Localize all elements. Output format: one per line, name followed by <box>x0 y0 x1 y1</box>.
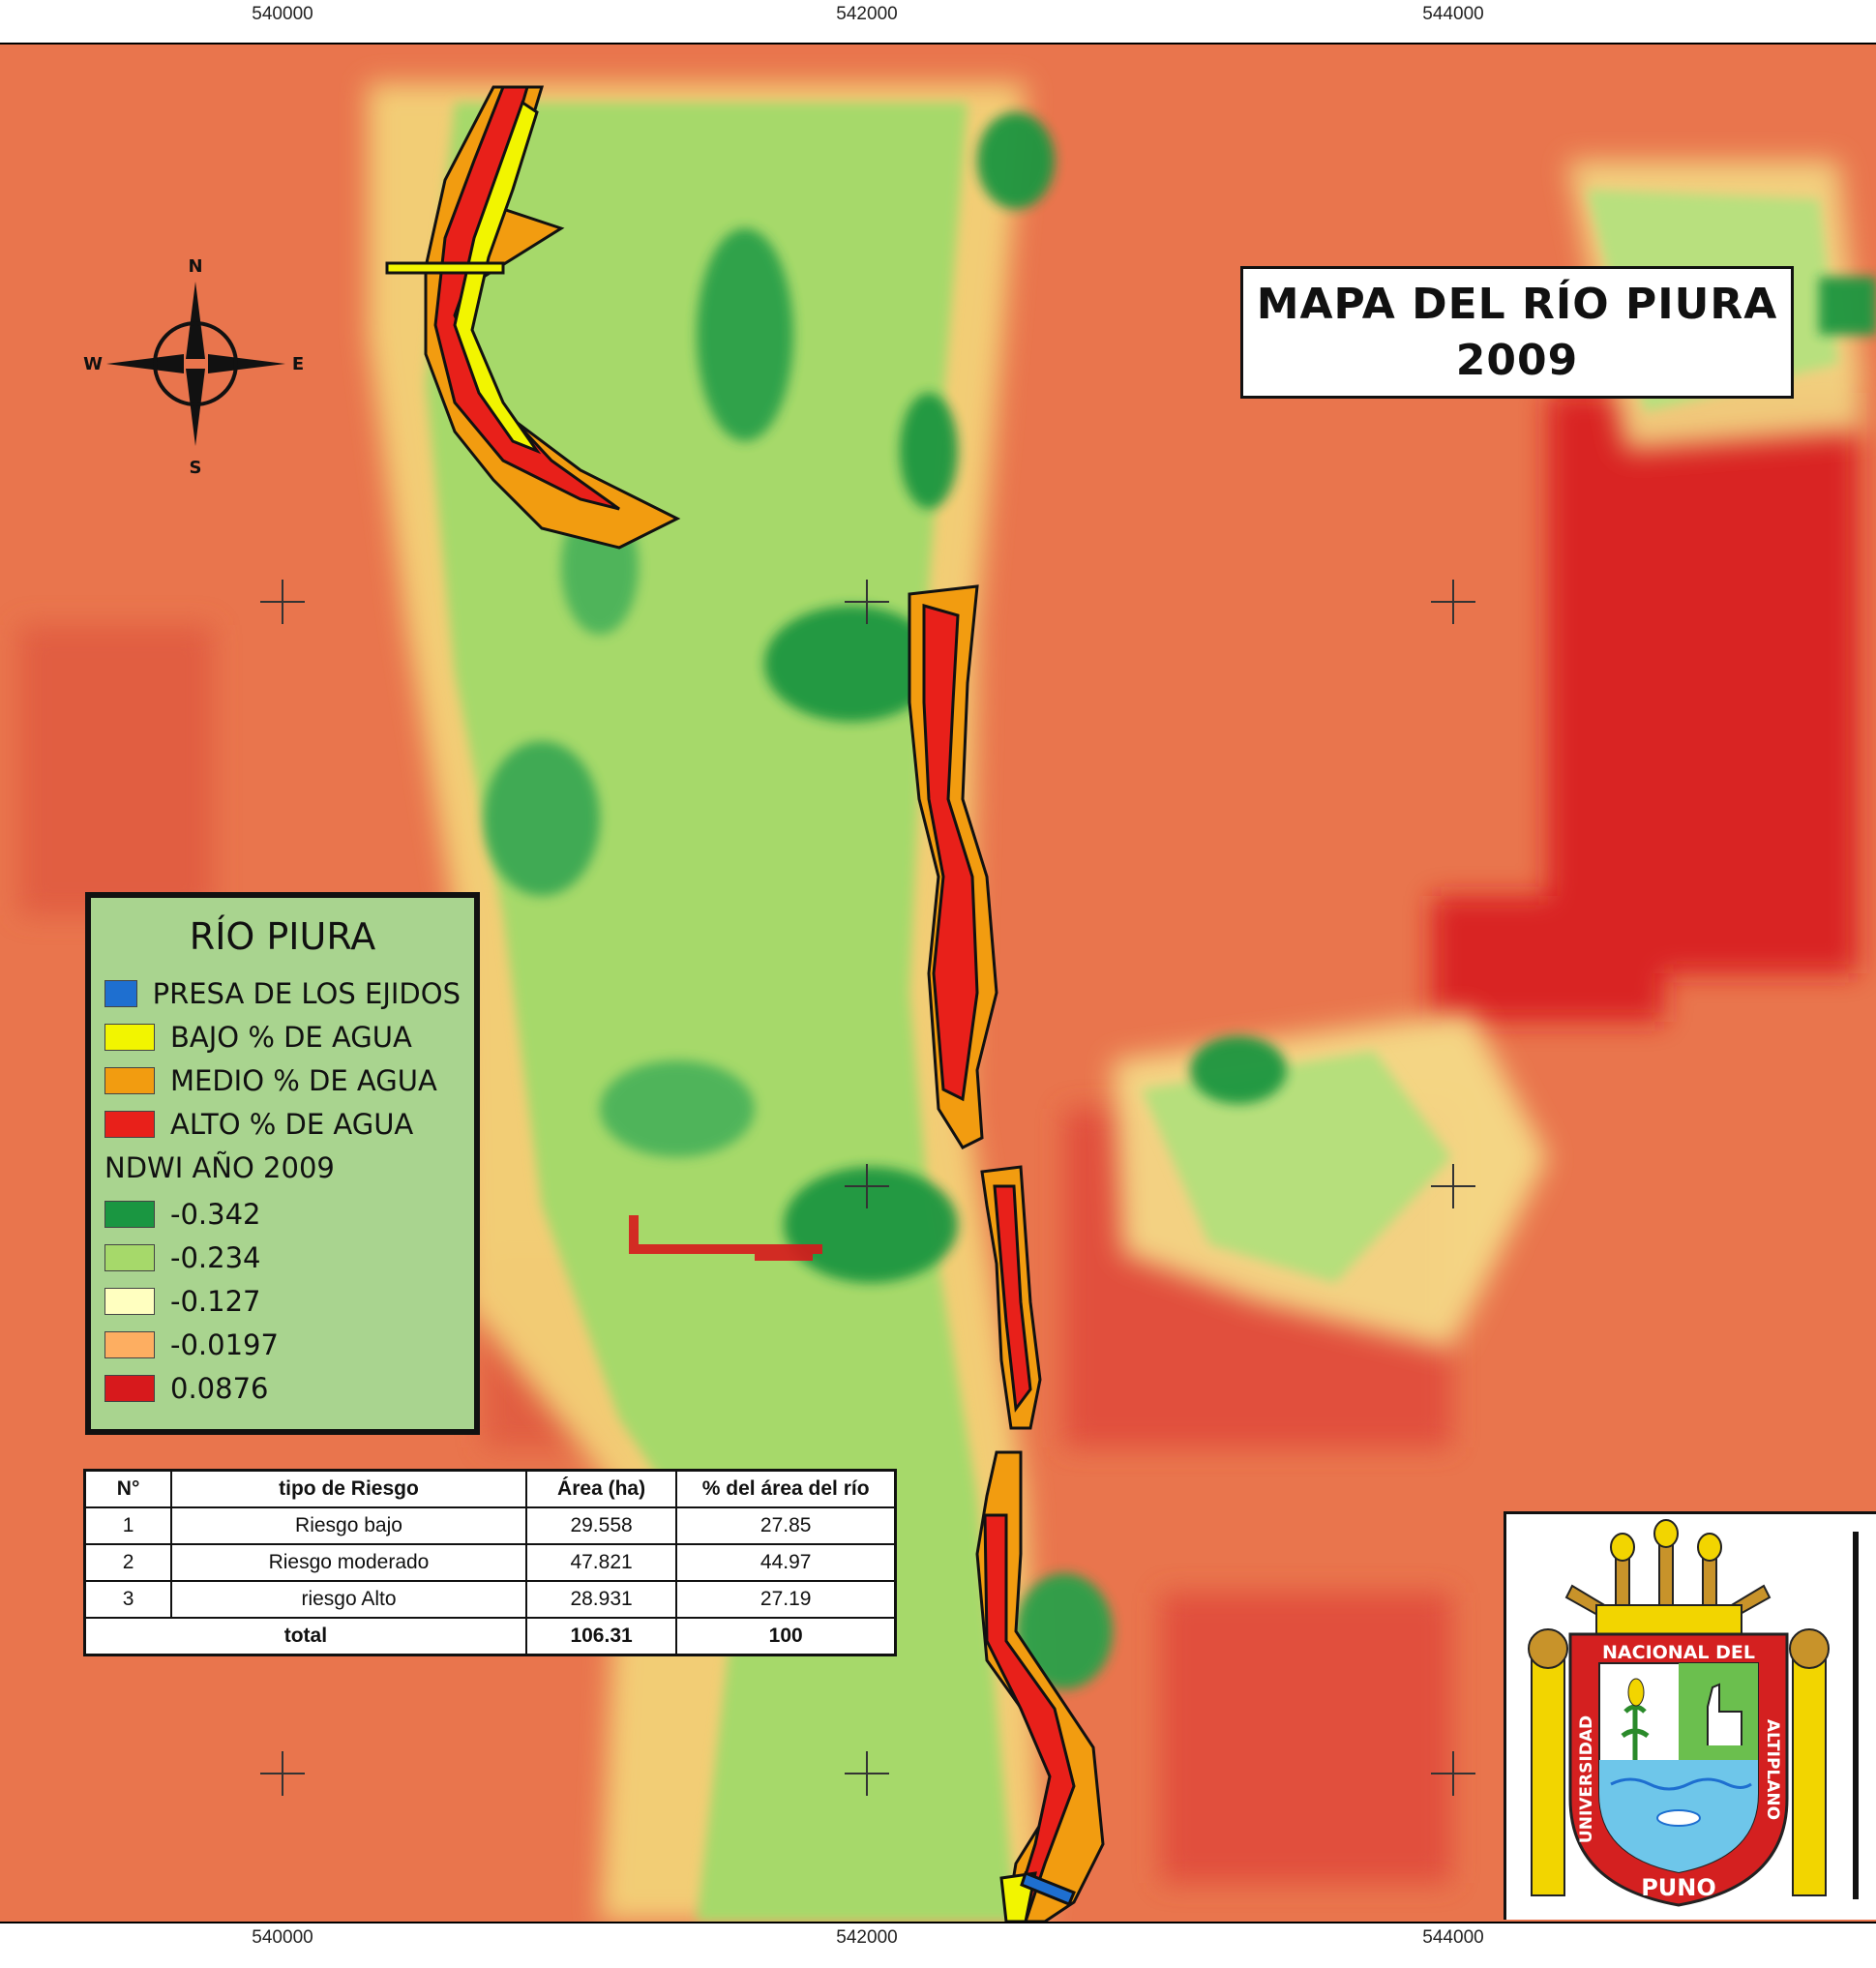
x-tick-bottom-2: 542000 <box>836 1927 898 1948</box>
table-total-percent: 100 <box>675 1617 897 1656</box>
legend-swatch <box>104 1287 155 1315</box>
legend-swatch <box>104 1200 155 1228</box>
legend-item-medio: MEDIO % DE AGUA <box>104 1059 461 1102</box>
table-cell: 29.558 <box>524 1506 678 1545</box>
legend-swatch <box>104 1066 155 1094</box>
table-cell: 27.19 <box>675 1580 897 1619</box>
legend-label: -0.0197 <box>170 1327 279 1361</box>
legend-ndwi-item: -0.127 <box>104 1279 461 1323</box>
table-header: tipo de Riesgo <box>170 1469 527 1508</box>
university-logo-box: NACIONAL DEL UNIVERSIDAD ALTIPLANO PUNO <box>1504 1511 1876 1920</box>
map-year: 2009 <box>1455 335 1579 385</box>
legend-ndwi-item: -0.234 <box>104 1236 461 1279</box>
legend-item-presa: PRESA DE LOS EJIDOS <box>104 971 461 1015</box>
graticule-cross <box>845 1751 889 1796</box>
map-legend: RÍO PIURA PRESA DE LOS EJIDOS BAJO % DE … <box>85 892 480 1435</box>
table-total-area: 106.31 <box>524 1617 678 1656</box>
graticule-cross <box>260 1751 305 1796</box>
compass-west-label: W <box>83 354 103 374</box>
table-total-row: total 106.31 100 <box>83 1617 897 1656</box>
table-cell: riesgo Alto <box>170 1580 527 1619</box>
legend-swatch <box>104 1110 155 1138</box>
graticule-cross <box>260 580 305 624</box>
legend-ndwi-item: 0.0876 <box>104 1366 461 1410</box>
graticule-cross <box>845 580 889 624</box>
table-header: N° <box>83 1469 173 1508</box>
logo-top-text: NACIONAL DEL <box>1602 1642 1755 1663</box>
legend-label: ALTO % DE AGUA <box>170 1107 414 1141</box>
logo-right-text: ALTIPLANO <box>1763 1719 1782 1820</box>
graticule-cross <box>845 1164 889 1208</box>
logo-left-text: UNIVERSIDAD <box>1577 1715 1596 1843</box>
legend-ndwi-item: -0.342 <box>104 1192 461 1236</box>
legend-item-bajo: BAJO % DE AGUA <box>104 1015 461 1059</box>
compass-rose-icon: N S W E <box>83 256 304 478</box>
table-cell: 2 <box>83 1543 173 1582</box>
graticule-cross <box>1431 1164 1475 1208</box>
legend-label: -0.342 <box>170 1197 261 1231</box>
table-header-row: N° tipo de Riesgo Área (ha) % del área d… <box>83 1469 897 1508</box>
legend-swatch <box>104 1243 155 1271</box>
table-cell: Riesgo moderado <box>170 1543 527 1582</box>
legend-label: MEDIO % DE AGUA <box>170 1063 437 1097</box>
compass-north-label: N <box>188 256 202 277</box>
logo-bottom-text: PUNO <box>1641 1874 1716 1901</box>
legend-swatch <box>104 979 137 1007</box>
table-row: 2 Riesgo moderado 47.821 44.97 <box>83 1543 897 1582</box>
university-crest-icon: NACIONAL DEL UNIVERSIDAD ALTIPLANO PUNO <box>1528 1519 1830 1907</box>
logo-side-bar <box>1853 1532 1859 1899</box>
graticule-cross <box>1431 1751 1475 1796</box>
compass-east-label: E <box>292 354 304 374</box>
legend-swatch <box>104 1330 155 1358</box>
legend-swatch <box>104 1374 155 1402</box>
legend-label: PRESA DE LOS EJIDOS <box>152 976 461 1010</box>
legend-swatch <box>104 1023 155 1051</box>
legend-label: BAJO % DE AGUA <box>170 1020 412 1054</box>
table-cell: 27.85 <box>675 1506 897 1545</box>
map-title: MAPA DEL RÍO PIURA <box>1256 279 1778 329</box>
table-total-label: total <box>83 1617 527 1656</box>
x-tick-top-2: 542000 <box>836 4 898 24</box>
x-tick-top-1: 540000 <box>252 4 313 24</box>
table-row: 3 riesgo Alto 28.931 27.19 <box>83 1580 897 1619</box>
table-row: 1 Riesgo bajo 29.558 27.85 <box>83 1506 897 1545</box>
table-header: Área (ha) <box>524 1469 678 1508</box>
table-cell: 1 <box>83 1506 173 1545</box>
table-cell: 3 <box>83 1580 173 1619</box>
table-header: % del área del río <box>675 1469 897 1508</box>
x-tick-bottom-1: 540000 <box>252 1927 313 1948</box>
legend-label: 0.0876 <box>170 1371 269 1405</box>
risk-table: N° tipo de Riesgo Área (ha) % del área d… <box>83 1469 897 1656</box>
legend-label: -0.234 <box>170 1240 261 1274</box>
table-cell: 44.97 <box>675 1543 897 1582</box>
map-title-box: MAPA DEL RÍO PIURA 2009 <box>1240 266 1794 399</box>
table-cell: 47.821 <box>524 1543 678 1582</box>
legend-ndwi-item: -0.0197 <box>104 1323 461 1366</box>
legend-item-alto: ALTO % DE AGUA <box>104 1102 461 1146</box>
legend-title: RÍO PIURA <box>189 915 376 958</box>
table-cell: 28.931 <box>524 1580 678 1619</box>
x-tick-top-3: 544000 <box>1422 4 1484 24</box>
graticule-cross <box>1431 580 1475 624</box>
compass-south-label: S <box>190 458 202 478</box>
legend-label: -0.127 <box>170 1284 261 1318</box>
x-tick-bottom-3: 544000 <box>1422 1927 1484 1948</box>
legend-ndwi-title: NDWI AÑO 2009 <box>104 1151 335 1184</box>
table-cell: Riesgo bajo <box>170 1506 527 1545</box>
